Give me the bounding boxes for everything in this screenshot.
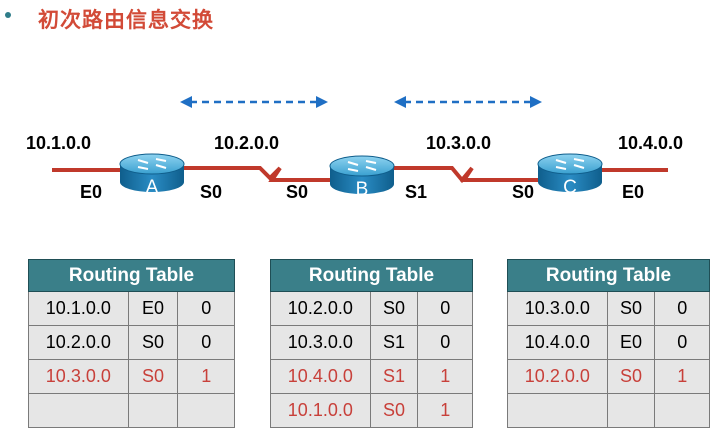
network-label-2: 10.2.0.0 (214, 133, 279, 153)
network-label-1: 10.1.0.0 (26, 133, 91, 153)
route-interface (606, 393, 656, 428)
router-c (537, 153, 603, 192)
route-hops: 1 (177, 359, 235, 394)
interface-label-c-s0: S0 (512, 182, 534, 202)
route-interface: S0 (127, 359, 179, 394)
network-diagram: A B C 10.1.0.0 10.2.0.0 10.3.0.0 10.4.0.… (26, 96, 683, 202)
route-network: 10.3.0.0 (28, 359, 129, 394)
route-interface (127, 393, 179, 428)
route-hops: 0 (417, 325, 473, 360)
serial-link-ab (180, 166, 330, 182)
route-interface: S1 (369, 359, 419, 394)
route-network: 10.2.0.0 (28, 325, 129, 360)
route-hops: 0 (177, 325, 235, 360)
router-a-label: A (146, 177, 159, 198)
route-hops: 1 (417, 393, 473, 428)
route-network: 10.4.0.0 (507, 325, 608, 360)
routing-table-a: Routing Table 10.1.0.0 E0 0 10.2.0.0 S0 … (28, 259, 235, 428)
update-arrow-ab (180, 96, 328, 108)
route-hops: 0 (654, 291, 710, 326)
route-interface: E0 (606, 325, 656, 360)
route-interface: S0 (369, 291, 419, 326)
table-row: 10.3.0.0 S0 0 (507, 291, 710, 326)
route-network: 10.1.0.0 (28, 291, 129, 326)
interface-label-c-e0: E0 (622, 182, 644, 202)
router-b-label: B (356, 179, 369, 200)
interface-label-a-e0: E0 (80, 182, 102, 202)
route-interface: S0 (127, 325, 179, 360)
table-row: 10.3.0.0 S1 0 (270, 325, 473, 360)
route-network: 10.4.0.0 (270, 359, 371, 394)
route-interface: S1 (369, 325, 419, 360)
network-label-3: 10.3.0.0 (426, 133, 491, 153)
route-network: 10.2.0.0 (507, 359, 608, 394)
route-network: 10.2.0.0 (270, 291, 371, 326)
routing-table-c: Routing Table 10.3.0.0 S0 0 10.4.0.0 E0 … (507, 259, 710, 428)
routing-table-header: Routing Table (270, 259, 473, 292)
route-network: 10.3.0.0 (270, 325, 371, 360)
page-title: 初次路由信息交换 (38, 8, 214, 32)
serial-link-bc (394, 166, 542, 184)
interface-label-b-s1: S1 (405, 182, 427, 202)
route-network (28, 393, 129, 428)
interface-label-a-s0: S0 (200, 182, 222, 202)
routing-table-header: Routing Table (28, 259, 235, 292)
route-hops: 0 (417, 291, 473, 326)
table-row: 10.2.0.0 S0 0 (270, 291, 473, 326)
route-hops (177, 393, 235, 428)
table-row: 10.1.0.0 S0 1 (270, 393, 473, 428)
route-interface: S0 (606, 359, 656, 394)
interface-label-b-s0: S0 (286, 182, 308, 202)
route-interface: S0 (369, 393, 419, 428)
route-hops (654, 393, 710, 428)
route-network: 10.3.0.0 (507, 291, 608, 326)
table-row: 10.4.0.0 E0 0 (507, 325, 710, 360)
update-arrow-bc (394, 96, 542, 108)
table-row: 10.1.0.0 E0 0 (28, 291, 235, 326)
route-hops: 1 (417, 359, 473, 394)
table-row: 10.2.0.0 S0 0 (28, 325, 235, 360)
route-interface: S0 (606, 291, 656, 326)
router-c-label: C (563, 177, 577, 198)
route-network: 10.1.0.0 (270, 393, 371, 428)
router-a (119, 153, 185, 192)
table-row (28, 393, 235, 428)
route-hops: 0 (177, 291, 235, 326)
route-interface: E0 (127, 291, 179, 326)
table-row: 10.3.0.0 S0 1 (28, 359, 235, 394)
route-hops: 1 (654, 359, 710, 394)
table-row: 10.4.0.0 S1 1 (270, 359, 473, 394)
routing-table-b: Routing Table 10.2.0.0 S0 0 10.3.0.0 S1 … (270, 259, 473, 428)
routing-table-header: Routing Table (507, 259, 710, 292)
bullet-dot (5, 12, 11, 18)
network-label-4: 10.4.0.0 (618, 133, 683, 153)
table-row: 10.2.0.0 S0 1 (507, 359, 710, 394)
route-hops: 0 (654, 325, 710, 360)
router-b (329, 155, 395, 194)
route-network (507, 393, 608, 428)
table-row (507, 393, 710, 428)
